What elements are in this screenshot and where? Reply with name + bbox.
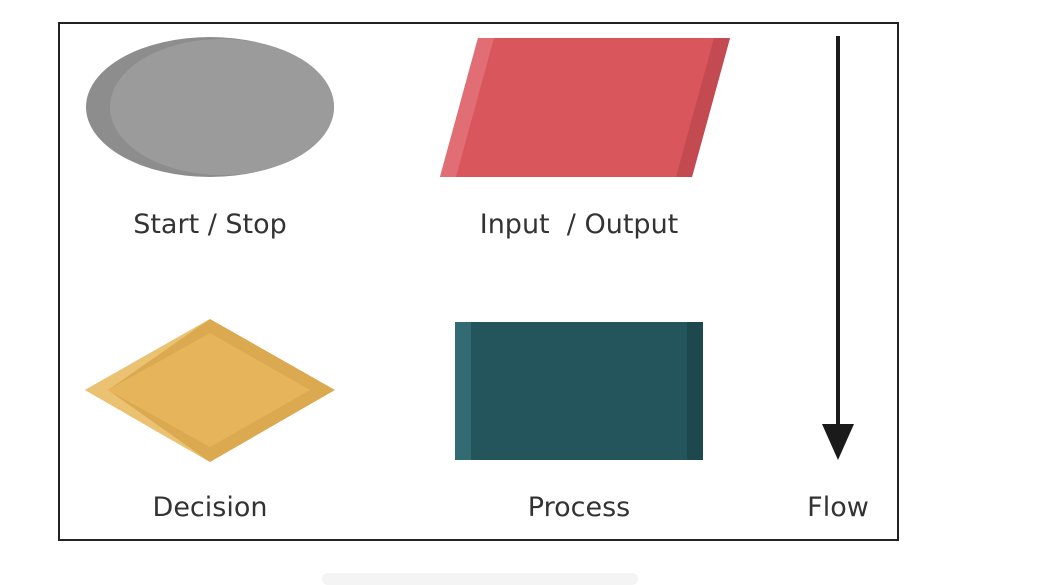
diamond-shape — [85, 319, 335, 462]
flow-arrow-shape — [822, 36, 854, 460]
rectangle-shape — [455, 322, 703, 460]
bottom-tab-strip — [322, 573, 638, 585]
process-label: Process — [527, 492, 631, 523]
flow-label: Flow — [807, 492, 869, 523]
start-stop-label: Start / Stop — [133, 209, 287, 240]
input-output-label: Input / Output — [479, 209, 679, 240]
decision-label: Decision — [152, 492, 268, 523]
parallelogram-shape — [440, 38, 730, 177]
terminator-shape — [86, 37, 334, 177]
